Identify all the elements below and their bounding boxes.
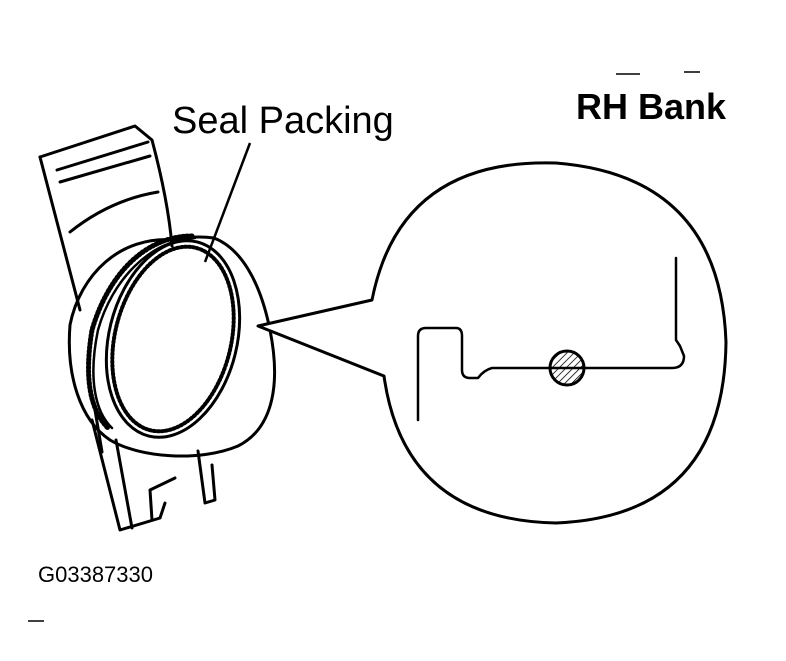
cross-section-profile <box>416 256 686 422</box>
housing-bracket <box>38 124 217 532</box>
figure-id: G03387330 <box>38 562 153 587</box>
flange-ring <box>67 233 277 458</box>
scan-marks <box>28 71 700 622</box>
detail-magnifier <box>256 161 728 525</box>
leader-line <box>203 142 252 263</box>
rh-bank-label: RH Bank <box>576 86 727 127</box>
seal-packing-cross-section <box>548 349 586 387</box>
seal-packing-label: Seal Packing <box>172 100 394 142</box>
